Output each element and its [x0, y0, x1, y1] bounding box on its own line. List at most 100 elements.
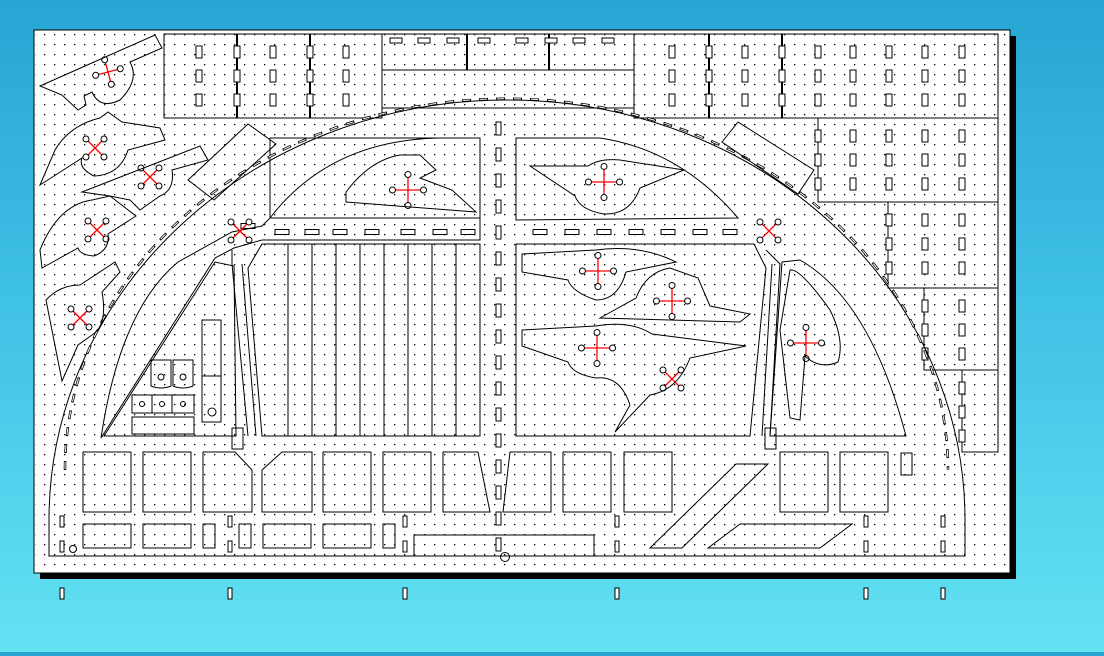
arm-plate: [187, 123, 277, 201]
slot: [885, 213, 893, 227]
slot: [849, 93, 857, 107]
spine-slot: [495, 485, 502, 500]
slot: [306, 69, 314, 83]
wing-ribs: [287, 244, 481, 436]
slot: [596, 229, 612, 235]
bottom-panel: [502, 451, 552, 513]
slot: [958, 213, 966, 227]
spine-slot: [495, 199, 502, 214]
slot: [921, 93, 929, 107]
bottom-strip: [262, 523, 312, 549]
motor-mount: [227, 218, 253, 244]
outside-slot: [940, 587, 946, 600]
slot: [705, 45, 713, 59]
slot: [389, 37, 403, 44]
slot: [692, 229, 708, 235]
slot: [668, 45, 676, 59]
slot: [195, 69, 203, 83]
arm-plate: [38, 111, 166, 187]
slot: [958, 381, 966, 395]
bottom-strip: [238, 523, 252, 549]
slot: [564, 229, 580, 235]
arm-plate: [45, 261, 121, 383]
slot: [778, 93, 786, 107]
hinge-block: [172, 359, 194, 389]
motor-mount: [388, 170, 428, 210]
slot: [778, 45, 786, 59]
slot: [741, 45, 749, 59]
inner-panels: [103, 137, 907, 437]
outside-slot: [227, 540, 233, 553]
inner-panel-right-edge: [769, 259, 907, 437]
bottom-strip: [142, 523, 192, 549]
bottom-strip: [82, 523, 132, 549]
slot: [814, 129, 822, 143]
inner-panel-top-left: [268, 137, 481, 219]
slot: [958, 93, 966, 107]
slot-cutouts: [195, 37, 966, 443]
slot: [921, 323, 929, 337]
diagonal-strut: [648, 463, 770, 549]
slot: [885, 93, 893, 107]
outside-slot: [614, 587, 620, 600]
slot: [306, 45, 314, 59]
slot: [668, 69, 676, 83]
slot: [269, 69, 277, 83]
slot: [195, 45, 203, 59]
slot: [958, 347, 966, 361]
slot: [515, 37, 529, 44]
arm-plate: [779, 269, 841, 421]
spine-slot: [495, 459, 502, 474]
slot: [958, 45, 966, 59]
slot: [849, 177, 857, 191]
arm-plate: [521, 323, 747, 433]
slot: [958, 153, 966, 167]
slot: [958, 299, 966, 313]
bottom-strip: [382, 523, 396, 549]
slot: [921, 69, 929, 83]
bolt-block: [131, 394, 195, 414]
bottom-panel: [839, 451, 889, 513]
slot: [233, 69, 241, 83]
slot: [814, 177, 822, 191]
spine-slot: [495, 511, 502, 526]
slot: [446, 37, 460, 44]
slot: [921, 153, 929, 167]
slot: [304, 229, 320, 235]
spine-slot: [495, 121, 502, 136]
slot: [628, 229, 644, 235]
motor-mount: [84, 217, 110, 243]
slot: [532, 229, 548, 235]
inner-panel-top-right: [515, 137, 740, 221]
slot: [722, 229, 738, 235]
slot: [705, 93, 713, 107]
slot: [814, 69, 822, 83]
motor-mount: [652, 281, 692, 321]
bottom-strip: [202, 523, 216, 549]
bottom-panels: [69, 319, 913, 562]
outside-slot: [863, 587, 869, 600]
spine-slot: [495, 277, 502, 292]
motor-mount: [137, 164, 163, 190]
slot: [342, 93, 350, 107]
slot: [849, 45, 857, 59]
slot: [958, 69, 966, 83]
slot: [332, 229, 348, 235]
slot: [572, 37, 586, 44]
slot: [814, 153, 822, 167]
slot: [233, 45, 241, 59]
slot: [885, 69, 893, 83]
motor-mount: [578, 251, 618, 291]
slot: [885, 45, 893, 59]
slot: [921, 177, 929, 191]
slot: [885, 261, 893, 275]
arch-spine-back: [64, 98, 949, 471]
arch-right-slot-spine: [761, 249, 781, 437]
motor-mount: [756, 218, 782, 244]
motor-mount: [659, 366, 685, 392]
inner-panel-mid-right: [515, 243, 767, 437]
slot: [814, 93, 822, 107]
slot: [885, 129, 893, 143]
